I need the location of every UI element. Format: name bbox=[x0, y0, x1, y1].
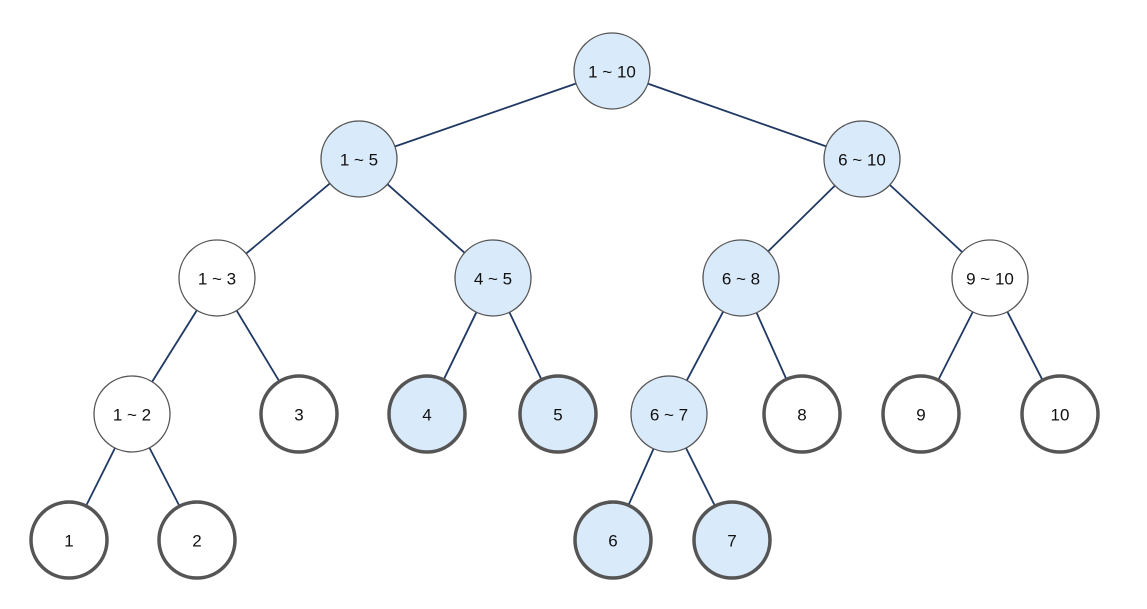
node-label: 6 bbox=[608, 532, 617, 551]
node-circle bbox=[702, 239, 780, 317]
tree-node-n1: 1 bbox=[29, 500, 109, 580]
tree-node-n3: 3 bbox=[259, 374, 339, 454]
edge-n1_5-n1_3 bbox=[245, 182, 331, 255]
tree-node-n9: 9 bbox=[881, 374, 961, 454]
node-label: 2 bbox=[192, 532, 201, 551]
node-circle bbox=[692, 500, 772, 580]
node-circle bbox=[573, 32, 651, 110]
node-circle bbox=[93, 375, 171, 453]
tree-node-n8: 8 bbox=[762, 374, 842, 454]
node-circle bbox=[454, 239, 532, 317]
node-label: 9 bbox=[916, 406, 925, 425]
node-label: 1 ~ 2 bbox=[113, 406, 151, 425]
node-label: 7 bbox=[727, 532, 736, 551]
edge-n1_3-n1_2 bbox=[151, 309, 198, 383]
node-circle bbox=[259, 374, 339, 454]
node-label: 1 ~ 5 bbox=[340, 151, 378, 170]
node-label: 1 ~ 10 bbox=[588, 63, 636, 82]
edge-n4_5-n4 bbox=[442, 311, 478, 381]
node-label: 5 bbox=[553, 406, 562, 425]
tree-node-n6: 6 bbox=[573, 500, 653, 580]
node-circle bbox=[320, 120, 398, 198]
node-circle bbox=[573, 500, 653, 580]
edge-n4_5-n5 bbox=[508, 311, 543, 381]
node-circle bbox=[762, 374, 842, 454]
node-circle bbox=[518, 374, 598, 454]
tree-node-n10: 10 bbox=[1020, 374, 1100, 454]
edge-n6_8-n8 bbox=[755, 312, 788, 380]
node-circle bbox=[29, 500, 109, 580]
edge-n1_10-n6_10 bbox=[647, 82, 827, 148]
node-label: 3 bbox=[294, 406, 303, 425]
node-circle bbox=[1020, 374, 1100, 454]
tree-node-n1_2: 1 ~ 2 bbox=[93, 375, 171, 453]
node-label: 8 bbox=[797, 406, 806, 425]
tree-node-n5: 5 bbox=[518, 374, 598, 454]
tree-node-n1_3: 1 ~ 3 bbox=[178, 239, 256, 317]
edge-n6_7-n7 bbox=[685, 447, 716, 507]
node-circle bbox=[387, 374, 467, 454]
tree-node-n1_10: 1 ~ 10 bbox=[573, 32, 651, 110]
tree-node-n7: 7 bbox=[692, 500, 772, 580]
node-circle bbox=[178, 239, 256, 317]
tree-node-n2: 2 bbox=[157, 500, 237, 580]
node-label: 4 ~ 5 bbox=[474, 270, 512, 289]
edge-n1_3-n3 bbox=[235, 310, 281, 382]
edge-n6_8-n6_7 bbox=[685, 311, 725, 381]
node-label: 6 ~ 7 bbox=[650, 406, 688, 425]
tree-node-n9_10: 9 ~ 10 bbox=[951, 239, 1029, 317]
node-label: 6 ~ 8 bbox=[722, 270, 760, 289]
tree-node-n6_7: 6 ~ 7 bbox=[630, 375, 708, 453]
tree-node-n1_5: 1 ~ 5 bbox=[320, 120, 398, 198]
edge-n1_2-n2 bbox=[148, 447, 181, 507]
edge-n1_5-n4_5 bbox=[386, 183, 466, 254]
node-label: 10 bbox=[1051, 406, 1070, 425]
edge-n9_10-n9 bbox=[937, 311, 974, 381]
tree-edges bbox=[85, 82, 1044, 507]
tree-node-n6_8: 6 ~ 8 bbox=[702, 239, 780, 317]
node-label: 9 ~ 10 bbox=[966, 270, 1014, 289]
tree-nodes: 1 ~ 10 1 ~ 5 6 ~ 10 1 ~ 3 4 ~ 5 6 ~ 8 9 ~ 10 1 … bbox=[29, 32, 1100, 580]
edge-n9_10-n10 bbox=[1006, 311, 1044, 381]
node-circle bbox=[951, 239, 1029, 317]
node-label: 1 bbox=[64, 532, 73, 551]
node-circle bbox=[630, 375, 708, 453]
tree-node-n4: 4 bbox=[387, 374, 467, 454]
edge-n1_2-n1 bbox=[85, 447, 116, 507]
node-circle bbox=[881, 374, 961, 454]
tree-node-n4_5: 4 ~ 5 bbox=[454, 239, 532, 317]
edge-n1_10-n1_5 bbox=[394, 82, 577, 148]
node-label: 6 ~ 10 bbox=[838, 151, 886, 170]
edge-n6_10-n6_8 bbox=[767, 185, 836, 252]
edge-n6_10-n9_10 bbox=[889, 184, 963, 253]
node-label: 4 bbox=[422, 406, 431, 425]
node-label: 1 ~ 3 bbox=[198, 270, 236, 289]
tree-node-n6_10: 6 ~ 10 bbox=[823, 120, 901, 198]
edge-n6_7-n6 bbox=[627, 448, 655, 506]
node-circle bbox=[157, 500, 237, 580]
node-circle bbox=[823, 120, 901, 198]
